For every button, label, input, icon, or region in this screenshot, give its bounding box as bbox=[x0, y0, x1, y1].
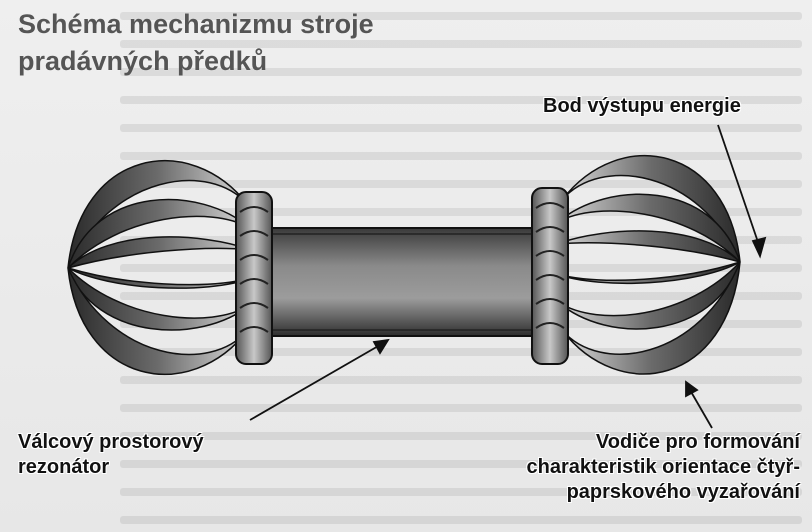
right-emitter bbox=[531, 154, 741, 375]
arrow-resonator bbox=[249, 344, 381, 421]
arrow-guides bbox=[689, 389, 713, 429]
leader-arrows bbox=[249, 124, 767, 429]
left-emitter bbox=[67, 160, 273, 375]
left-petals bbox=[67, 160, 253, 375]
label-energy-output-point: Bod výstupu energie bbox=[543, 95, 741, 117]
right-petals bbox=[555, 154, 741, 375]
cylindrical-resonator bbox=[261, 227, 543, 337]
label-cylindrical-resonator: Válcový prostorový rezonátor bbox=[18, 431, 204, 478]
label-beam-guides: Vodiče pro formování charakteristik orie… bbox=[526, 431, 800, 503]
page-title: Schéma mechanizmu stroje pradávných před… bbox=[18, 9, 374, 76]
left-collar bbox=[235, 191, 273, 365]
right-collar bbox=[531, 187, 569, 365]
arrow-energy-point bbox=[717, 124, 761, 249]
